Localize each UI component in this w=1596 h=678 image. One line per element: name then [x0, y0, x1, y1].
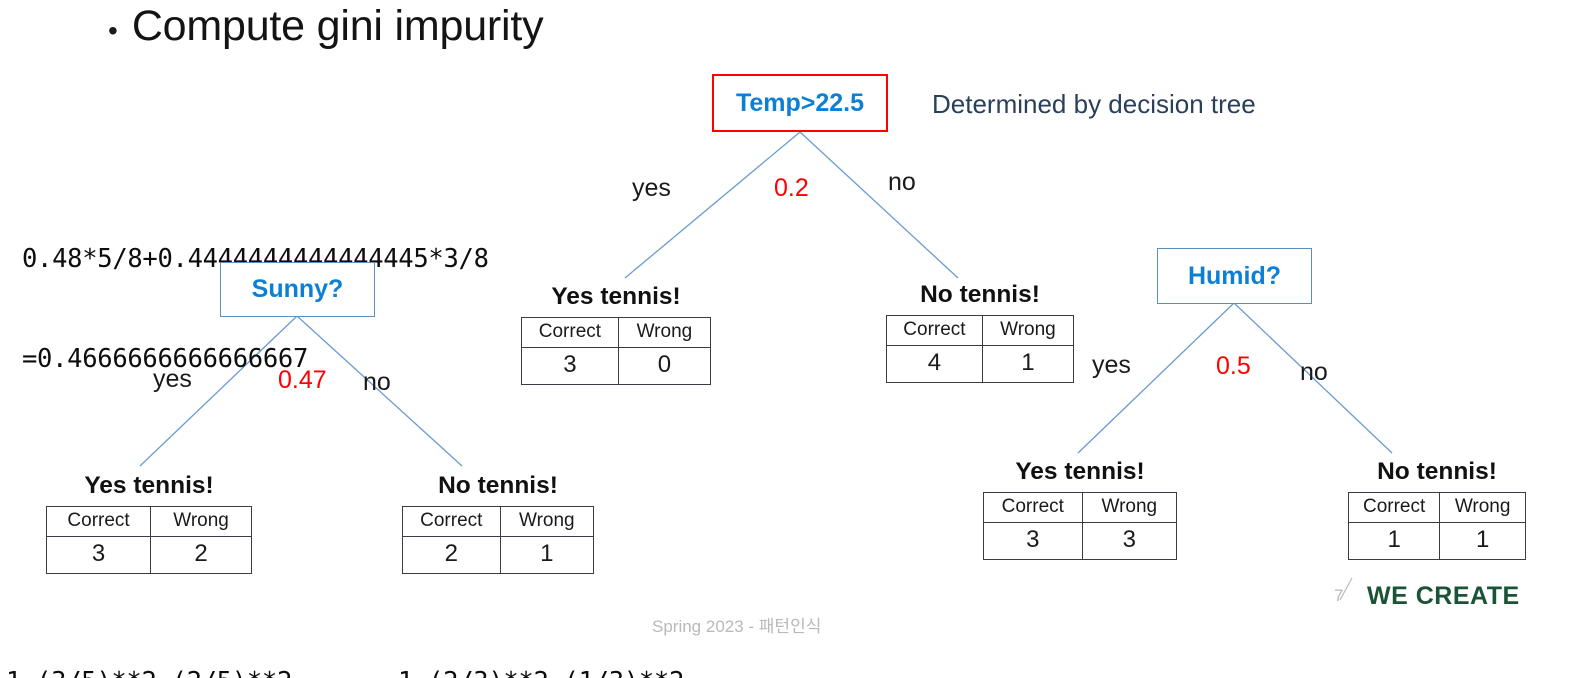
node-sunny[interactable]: Sunny? — [220, 262, 375, 317]
value-correct: 4 — [886, 345, 983, 383]
edge-label-temp-no: no — [888, 168, 916, 196]
table-row: 3 0 — [521, 347, 712, 385]
leaf-temp-yes-title: Yes tennis! — [551, 283, 681, 310]
weighted-gini-line2: =0.4666666666666667 — [22, 343, 308, 374]
leaf-humid-no-title: No tennis! — [1377, 458, 1497, 485]
leaf-sunny-yes-table: Correct Wrong 3 2 — [45, 506, 252, 574]
node-sunny-label: Sunny? — [251, 275, 344, 303]
value-wrong: 1 — [499, 536, 595, 574]
leaf-temp-yes-table: Correct Wrong 3 0 — [521, 317, 712, 385]
edge-temp-yes — [624, 131, 801, 279]
gini-value-sunny: 0.47 — [278, 366, 327, 394]
gini-value-temp: 0.2 — [774, 174, 809, 202]
header-wrong: Wrong — [981, 315, 1075, 346]
value-wrong: 2 — [150, 536, 252, 574]
header-correct: Correct — [45, 506, 152, 537]
table-row: 3 2 — [45, 536, 252, 574]
header-correct: Correct — [886, 315, 983, 346]
leaf-temp-yes: Yes tennis! Correct Wrong 3 0 — [521, 283, 712, 385]
table-row: Correct Wrong — [1347, 492, 1526, 523]
table-row: Correct Wrong — [886, 315, 1075, 346]
leaf-humid-yes-table: Correct Wrong 3 3 — [983, 492, 1178, 560]
edge-label-sunny-no: no — [363, 368, 391, 396]
bullet-glyph: • — [108, 15, 118, 46]
table-row: 2 1 — [402, 536, 595, 574]
leaf-sunny-no-title: No tennis! — [438, 472, 558, 499]
gini-value-humid: 0.5 — [1216, 352, 1251, 380]
value-correct: 3 — [983, 522, 1083, 560]
node-humid-label: Humid? — [1187, 261, 1282, 290]
leaf-humid-yes-title: Yes tennis! — [1015, 458, 1145, 485]
header-correct: Correct — [983, 492, 1083, 523]
left-leaf-gini-computation: 1-(3/5)**2-(2/5)**2 =0.48 — [6, 600, 292, 678]
leaf-sunny-yes: Yes tennis! Correct Wrong 3 2 — [45, 472, 252, 574]
slide-number: 7 — [1334, 586, 1344, 605]
leaf-sunny-yes-title: Yes tennis! — [84, 472, 214, 499]
header-wrong: Wrong — [150, 506, 252, 537]
header-wrong: Wrong — [1439, 492, 1526, 523]
edge-label-sunny-yes: yes — [153, 365, 192, 393]
value-correct: 2 — [402, 536, 501, 574]
table-row: 1 1 — [1347, 522, 1526, 560]
right-leaf-gini-computation: 1-(2/3)**2-(1/3)**2 =0.4444444444444445 — [398, 600, 684, 678]
leaf-humid-no: No tennis! Correct Wrong 1 1 — [1347, 458, 1526, 560]
node-temp[interactable]: Temp>22.5 — [712, 74, 888, 132]
value-correct: 3 — [521, 347, 619, 385]
node-temp-label: Temp>22.5 — [735, 88, 865, 117]
table-row: 4 1 — [886, 345, 1075, 383]
header-correct: Correct — [402, 506, 501, 537]
value-correct: 1 — [1347, 522, 1441, 560]
watermark-we-create: WE CREATE — [1367, 582, 1520, 610]
page-title-text: Compute gini impurity — [131, 2, 544, 50]
table-row: Correct Wrong — [45, 506, 252, 537]
value-wrong: 0 — [617, 347, 712, 385]
leaf-humid-no-table: Correct Wrong 1 1 — [1347, 492, 1526, 560]
table-row: 3 3 — [983, 522, 1178, 560]
edge-temp-no — [799, 131, 959, 279]
edge-label-humid-yes: yes — [1092, 351, 1131, 379]
left-leaf-gini-line1: 1-(3/5)**2-(2/5)**2 — [6, 666, 292, 678]
leaf-temp-no-table: Correct Wrong 4 1 — [886, 315, 1075, 383]
leaf-sunny-no: No tennis! Correct Wrong 2 1 — [402, 472, 595, 574]
leaf-sunny-no-table: Correct Wrong 2 1 — [402, 506, 595, 574]
header-wrong: Wrong — [617, 317, 712, 348]
table-row: Correct Wrong — [983, 492, 1178, 523]
header-wrong: Wrong — [1081, 492, 1178, 523]
table-row: Correct Wrong — [402, 506, 595, 537]
value-wrong: 1 — [981, 345, 1075, 383]
page-title: • Compute gini impurity — [108, 2, 544, 51]
edge-label-temp-yes: yes — [632, 174, 671, 202]
leaf-temp-no-title: No tennis! — [920, 281, 1040, 308]
edge-label-humid-no: no — [1300, 358, 1328, 386]
header-correct: Correct — [1347, 492, 1441, 523]
table-row: Correct Wrong — [521, 317, 712, 348]
right-leaf-gini-line1: 1-(2/3)**2-(1/3)**2 — [398, 666, 684, 678]
header-wrong: Wrong — [499, 506, 595, 537]
value-wrong: 1 — [1439, 522, 1526, 560]
leaf-humid-yes: Yes tennis! Correct Wrong 3 3 — [983, 458, 1178, 560]
leaf-temp-no: No tennis! Correct Wrong 4 1 — [886, 281, 1075, 383]
footer-course-note: Spring 2023 - 패턴인식 — [652, 617, 822, 636]
annotation-determined-by-decision-tree: Determined by decision tree — [932, 89, 1256, 119]
value-wrong: 3 — [1081, 522, 1178, 560]
node-humid[interactable]: Humid? — [1157, 248, 1312, 304]
value-correct: 3 — [45, 536, 152, 574]
header-correct: Correct — [521, 317, 619, 348]
